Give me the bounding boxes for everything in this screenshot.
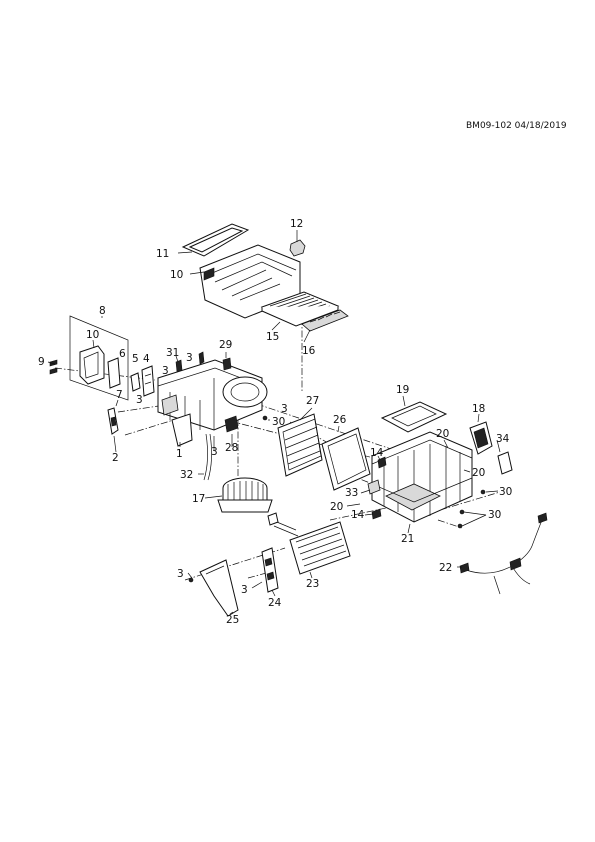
callout-34: 34 <box>496 433 510 445</box>
callout-28: 28 <box>225 442 238 454</box>
part-28-resistor <box>224 415 239 433</box>
callout-numbers: 12 11 10 8 15 10 16 29 31 3 6 5 4 9 3 7 … <box>38 218 512 626</box>
callout-3c: 3 <box>136 394 143 406</box>
callout-11: 10 <box>170 269 183 281</box>
part-23-heater-core <box>267 512 351 575</box>
callout-3g: 3 <box>241 584 248 596</box>
part-25-duct <box>188 559 239 617</box>
part-29-31-sensors <box>175 351 232 373</box>
callout-26: 26 <box>333 414 347 426</box>
callout-13: 12 <box>290 218 303 230</box>
part-34-bracket <box>497 451 513 475</box>
callout-30c: 30 <box>488 509 501 521</box>
callout-4: 4 <box>143 353 150 365</box>
callout-10: 10 <box>86 329 99 341</box>
callout-7: 7 <box>116 389 123 401</box>
callout-22: 22 <box>439 562 452 574</box>
callout-6: 6 <box>119 348 126 360</box>
callout-27: 27 <box>306 395 319 407</box>
callout-14a: 14 <box>370 447 384 459</box>
callout-9: 9 <box>38 356 45 368</box>
callout-1: 1 <box>176 448 183 460</box>
part-33-14-connectors <box>367 456 387 520</box>
callout-3b: 3 <box>162 365 169 377</box>
callout-20c: 20 <box>330 501 343 513</box>
callout-32: 32 <box>180 469 193 481</box>
part-30-screws <box>262 415 486 529</box>
part-17-blower-motor <box>217 477 273 513</box>
part-2-clip <box>107 407 119 435</box>
part-32-drain-tube <box>203 433 212 481</box>
callout-33: 33 <box>345 487 358 499</box>
part-4-5-actuators <box>130 365 155 397</box>
callout-29: 29 <box>219 339 232 351</box>
callout-8: 8 <box>99 305 106 317</box>
callout-19: 19 <box>396 384 409 396</box>
part-8-frame-group <box>49 315 129 401</box>
callout-3d: 3 <box>281 403 288 415</box>
part-21-distribution-case <box>371 431 473 523</box>
part-12-gasket <box>181 223 250 257</box>
callout-14b: 14 <box>351 509 365 521</box>
part-18-actuator <box>469 421 493 455</box>
callout-3f: 3 <box>177 568 184 580</box>
document-reference: BM09-102 04/18/2019 <box>466 121 567 131</box>
callout-21: 21 <box>401 533 414 545</box>
callout-25: 25 <box>226 614 239 626</box>
part-1-main-case <box>157 359 268 447</box>
callout-30a: 30 <box>272 416 285 428</box>
part-22-wire-harness <box>459 512 548 595</box>
callout-17: 17 <box>192 493 205 505</box>
part-19-gasket <box>380 401 448 433</box>
callout-15: 15 <box>266 331 279 343</box>
part-26-seal-frame <box>321 427 371 491</box>
callout-30b: 30 <box>499 486 512 498</box>
callout-20b: 20 <box>472 467 485 479</box>
callout-24: 24 <box>268 597 282 609</box>
callout-23: 23 <box>306 578 319 590</box>
callout-3a: 3 <box>186 352 193 364</box>
callout-3e: 3 <box>211 446 218 458</box>
callout-18: 18 <box>472 403 485 415</box>
callout-20a: 20 <box>436 428 449 440</box>
part-16-filter-cover <box>301 309 349 332</box>
callout-16: 16 <box>302 345 316 357</box>
part-27-evaporator <box>277 413 323 477</box>
callout-5: 5 <box>132 353 139 365</box>
part-24-bracket <box>261 547 279 593</box>
part-13-actuator <box>289 239 306 257</box>
leader-lines <box>47 230 501 615</box>
part-15-filter <box>260 291 340 327</box>
callout-2: 2 <box>112 452 119 464</box>
callout-31: 31 <box>166 347 179 359</box>
callout-12: 11 <box>156 248 169 260</box>
